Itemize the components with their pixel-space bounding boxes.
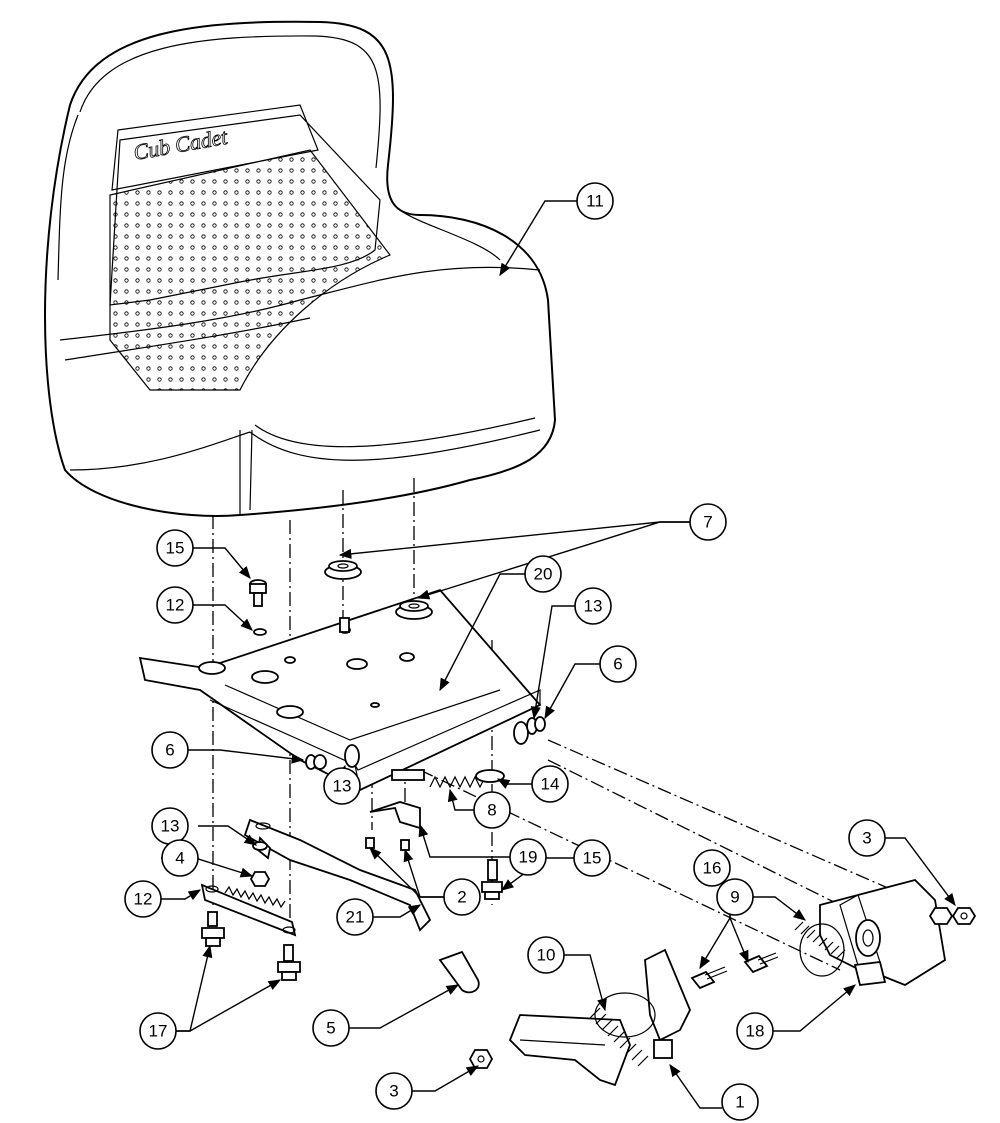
callout-12: 12 — [124, 880, 162, 918]
seat-shell: Cub Cadet — [44, 20, 557, 517]
callout-label: 3 — [389, 1082, 398, 1101]
callout-label: 17 — [149, 1022, 168, 1041]
rear-nut-3 — [951, 907, 977, 925]
callout-label: 1 — [735, 1093, 744, 1112]
callout-13: 13 — [323, 767, 361, 805]
shoulder-bolt-b — [277, 944, 301, 981]
shoulder-bolt-a — [201, 911, 225, 947]
callout-label: 6 — [165, 741, 174, 760]
callout-15: 15 — [156, 529, 194, 567]
callout-3: 3 — [848, 819, 886, 857]
rear-bracket-assembly — [794, 878, 954, 987]
callout-14: 14 — [531, 765, 569, 803]
shoulder-bolt-right — [481, 859, 503, 900]
callout-label: 4 — [175, 849, 184, 868]
callout-12: 12 — [156, 586, 194, 624]
callout-9: 9 — [716, 878, 754, 916]
callout-6: 6 — [151, 731, 189, 769]
callout-10: 10 — [527, 936, 565, 974]
callout-label: 11 — [586, 192, 604, 211]
callout-label: 13 — [161, 817, 180, 836]
callout-1: 1 — [721, 1083, 759, 1121]
callout-19: 19 — [509, 838, 547, 876]
screw-b — [400, 839, 410, 851]
slide-rail — [200, 883, 297, 937]
callout-label: 14 — [541, 775, 560, 794]
callout-5: 5 — [312, 1009, 350, 1047]
callout-label: 7 — [703, 513, 712, 532]
lock-nut — [249, 871, 271, 887]
callout-label: 16 — [703, 859, 722, 878]
callout-21: 21 — [336, 898, 374, 936]
lever-grip — [438, 950, 480, 994]
callout-label: 19 — [519, 848, 538, 867]
callout-label: 13 — [333, 777, 352, 796]
callout-label: 3 — [862, 829, 871, 848]
callout-label: 12 — [134, 890, 153, 909]
grommet-right — [395, 600, 433, 620]
callout-label: 5 — [326, 1019, 335, 1038]
left-side-washers — [305, 754, 327, 770]
callout-17: 17 — [139, 1012, 177, 1050]
callout-8: 8 — [473, 791, 511, 829]
callout-label: 12 — [166, 596, 185, 615]
callout-16: 16 — [693, 849, 731, 887]
washer-13 — [252, 841, 268, 851]
callout-2: 2 — [443, 878, 481, 916]
callout-20: 20 — [524, 555, 562, 593]
callout-3: 3 — [375, 1072, 413, 1110]
callout-label: 13 — [584, 597, 603, 616]
callout-label: 2 — [457, 888, 466, 907]
washer-top — [253, 628, 267, 636]
callout-leaders — [161, 200, 956, 1109]
shoulder-bolt-top — [249, 579, 267, 607]
callout-label: 9 — [730, 888, 739, 907]
callout-label: 6 — [613, 655, 622, 674]
callout-label: 15 — [166, 539, 185, 558]
switch-bracket — [369, 801, 421, 830]
callout-13: 13 — [574, 587, 612, 625]
callout-13: 13 — [151, 807, 189, 845]
front-nut-3 — [468, 1049, 494, 1069]
small-spring — [429, 775, 486, 789]
callout-15: 15 — [573, 839, 611, 877]
callout-label: 20 — [534, 565, 553, 584]
grommet-left — [324, 560, 362, 580]
callout-label: 21 — [346, 908, 365, 927]
screw-16-b — [743, 952, 779, 974]
callout-11: 11 — [576, 182, 614, 220]
front-bracket-assembly — [508, 948, 691, 1087]
seat-mounting-plate — [138, 588, 542, 792]
screw-a — [365, 837, 375, 849]
callout-7: 7 — [689, 503, 727, 541]
callout-6: 6 — [599, 645, 637, 683]
callout-label: 8 — [487, 801, 496, 820]
callout-label: 18 — [746, 1022, 765, 1041]
callout-4: 4 — [161, 839, 199, 877]
callout-label: 10 — [537, 946, 556, 965]
right-side-washers — [526, 716, 546, 735]
callout-18: 18 — [736, 1012, 774, 1050]
screw-16-a — [690, 966, 728, 990]
seat-logo: Cub Cadet — [132, 124, 231, 165]
callout-label: 15 — [583, 849, 602, 868]
